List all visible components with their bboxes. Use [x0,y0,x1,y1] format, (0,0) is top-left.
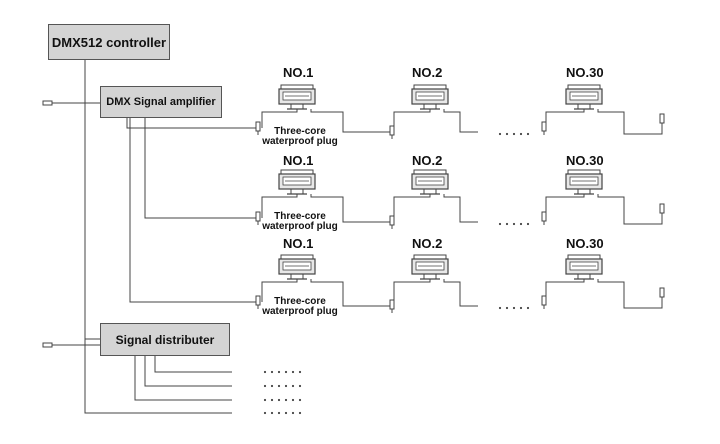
row2-fixture30-out-line [597,194,663,225]
row2-plug-label: Three-core waterproof plug [255,212,345,232]
row2-fixture-no30-label: NO.30 [566,153,604,168]
row1-fixture1-out-line [310,109,390,133]
row3-fixture30-connector-icon [541,295,547,309]
row1-continuation-dots [498,132,530,136]
amplifier-power-plug-icon [42,100,56,106]
row1-fixture-2-icon [411,84,449,110]
row2-fixture2-connector-icon [389,215,395,229]
row1-fixture-no2-label: NO.2 [412,65,443,80]
row3-plug-to-fixture1-line [261,279,298,302]
row1-end-terminator-icon [659,113,665,127]
row3-fixture-3-icon [565,254,603,280]
row1-plug-to-fixture1-line [261,109,298,128]
row2-fixture1-out-line [310,194,390,223]
distributer-label: Signal distributer [115,332,215,347]
row2-fixture2-in-line [393,194,431,216]
distributer-output-1-continuation-dots [263,370,302,374]
row2-plug-label-line1: Three-core [274,211,326,222]
row3-fixture30-in-line [545,279,585,296]
signal-distributer-box: Signal distributer [100,323,230,356]
distributer-output-line-3 [134,356,232,401]
row2-end-terminator-icon [659,203,665,217]
row2-fixture-no1-label: NO.1 [283,153,314,168]
row3-fixture30-out-line [597,279,663,309]
row1-fixture2-in-line [393,109,431,126]
row1-plug-label: Three-core waterproof plug [255,127,345,147]
row1-fixture-3-icon [565,84,603,110]
row3-plug-label-line1: Three-core [274,296,326,307]
row3-waterproof-plug-icon [255,295,261,309]
row1-fixture-no1-label: NO.1 [283,65,314,80]
row1-waterproof-plug-icon [255,121,261,135]
row3-fixture-no1-label: NO.1 [283,236,314,251]
distributer-power-plug-icon [42,342,56,348]
main-trunk-line [84,60,232,414]
row3-fixture-no30-label: NO.30 [566,236,604,251]
row1-fixture-no30-label: NO.30 [566,65,604,80]
row2-fixture-1-icon [278,169,316,195]
amplifier-output-line-row3 [129,118,258,303]
row2-waterproof-plug-icon [255,211,261,225]
distributer-output-3-continuation-dots [263,398,302,402]
row2-plug-label-line2: waterproof plug [262,221,338,232]
distributer-output-2-continuation-dots [263,384,302,388]
row3-fixture2-out-line [443,279,478,307]
distributer-output-4-continuation-dots [263,411,302,415]
row3-fixture-1-icon [278,254,316,280]
row3-plug-label: Three-core waterproof plug [255,297,345,317]
dmx-signal-amplifier-box: DMX Signal amplifier [100,86,222,118]
row3-fixture1-out-line [310,279,390,307]
row2-fixture30-in-line [545,194,585,212]
row2-plug-to-fixture1-line [261,194,298,218]
row3-end-terminator-icon [659,287,665,301]
row3-fixture2-connector-icon [389,299,395,313]
amplifier-output-line-row1 [126,118,258,129]
row1-fixture2-connector-icon [389,125,395,139]
distributer-output-line-1 [154,356,232,373]
row2-fixture2-out-line [443,194,478,223]
row3-continuation-dots [498,306,530,310]
amplifier-output-line-row2 [144,118,258,219]
row2-fixture-2-icon [411,169,449,195]
row1-fixture2-out-line [443,109,478,133]
controller-label: DMX512 controller [51,34,167,50]
row1-fixture30-out-line [597,109,663,135]
row1-fixture-1-icon [278,84,316,110]
dmx512-controller-box: DMX512 controller [48,24,170,60]
amplifier-label: DMX Signal amplifier [106,96,216,108]
row2-fixture-no2-label: NO.2 [412,153,443,168]
row2-fixture-3-icon [565,169,603,195]
row3-fixture-2-icon [411,254,449,280]
row2-continuation-dots [498,222,530,226]
row1-fixture30-in-line [545,109,585,122]
row3-plug-label-line2: waterproof plug [262,306,338,317]
distributer-output-line-2 [144,356,232,387]
row1-plug-label-line2: waterproof plug [262,136,338,147]
row1-fixture30-connector-icon [541,121,547,135]
row2-fixture30-connector-icon [541,211,547,225]
row3-fixture2-in-line [393,279,431,300]
row1-plug-label-line1: Three-core [274,126,326,137]
row3-fixture-no2-label: NO.2 [412,236,443,251]
